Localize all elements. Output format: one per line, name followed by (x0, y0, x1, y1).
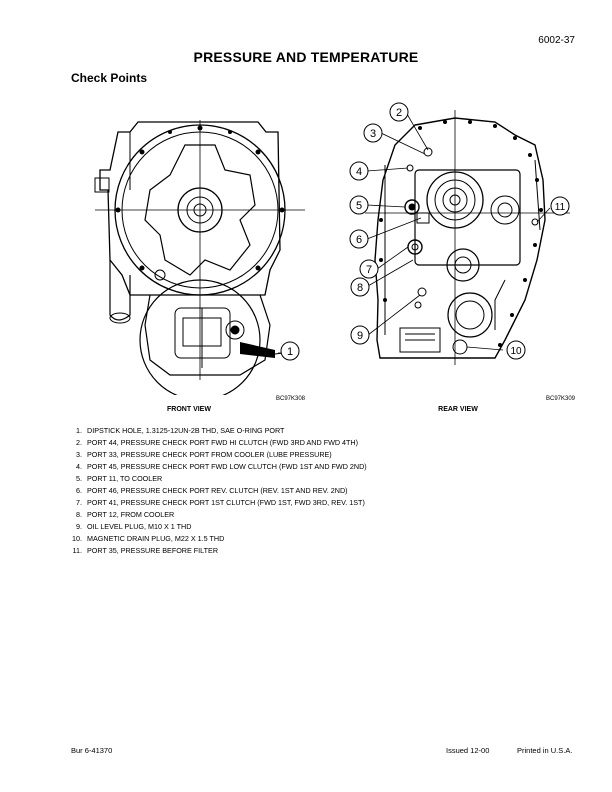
item-text: DIPSTICK HOLE, 1.3125-12UN-2B THD, SAE O… (87, 426, 285, 435)
list-item: 5. PORT 11, TO COOLER (60, 473, 367, 485)
callout-10: 10 (510, 346, 522, 357)
callout-1: 1 (287, 346, 293, 358)
callout-4: 4 (356, 166, 362, 178)
callout-11: 11 (555, 202, 566, 213)
item-number: 9. (76, 522, 82, 531)
page-number: 6002-37 (538, 35, 575, 46)
parts-list: 1. DIPSTICK HOLE, 1.3125-12UN-2B THD, SAE… (60, 425, 367, 557)
item-number: 5. (76, 474, 82, 483)
list-item: 9. OIL LEVEL PLUG, M10 X 1 THD (60, 521, 367, 533)
item-text: PORT 46, PRESSURE CHECK PORT REV. CLUTCH… (87, 486, 348, 495)
callout-7: 7 (366, 264, 372, 276)
item-text: PORT 35, PRESSURE BEFORE FILTER (87, 546, 219, 555)
page-title: PRESSURE AND TEMPERATURE (193, 49, 419, 65)
item-text: OIL LEVEL PLUG, M10 X 1 THD (87, 522, 192, 531)
rear-view-label: REAR VIEW (438, 406, 478, 413)
list-item: 1. DIPSTICK HOLE, 1.3125-12UN-2B THD, SAE… (60, 425, 367, 437)
front-view-label: FRONT VIEW (167, 406, 211, 413)
list-item: 6. PORT 46, PRESSURE CHECK PORT REV. CLUT… (60, 485, 367, 497)
callout-5: 5 (356, 200, 362, 212)
item-number: 7. (76, 498, 82, 507)
item-number: 6. (76, 486, 82, 495)
rear-figure-code: BC97K309 (546, 396, 576, 402)
item-number: 4. (76, 462, 82, 471)
item-number: 2. (76, 438, 82, 447)
item-number: 1. (76, 426, 82, 435)
list-item: 2. PORT 44, PRESSURE CHECK PORT FWD HI CL… (60, 437, 367, 449)
list-item: 7. PORT 41, PRESSURE CHECK PORT 1ST CLUTC… (60, 497, 367, 509)
list-item: 3. PORT 33, PRESSURE CHECK PORT FROM COOL… (60, 449, 367, 461)
item-number: 11. (72, 546, 82, 555)
item-text: PORT 12, FROM COOLER (87, 510, 175, 519)
rear-view-drawing: 2 3 4 5 6 7 8 9 10 11 (349, 102, 570, 365)
list-item: 8. PORT 12, FROM COOLER (60, 509, 367, 521)
item-text: PORT 11, TO COOLER (87, 474, 163, 483)
callout-9: 9 (357, 330, 363, 342)
front-figure-code: BC97K308 (276, 396, 306, 402)
list-item: 11. PORT 35, PRESSURE BEFORE FILTER (60, 545, 367, 557)
footer-printed: Printed in U.S.A. (517, 746, 573, 755)
callout-8: 8 (357, 282, 363, 294)
item-number: 10. (72, 534, 82, 543)
item-text: MAGNETIC DRAIN PLUG, M22 X 1.5 THD (87, 534, 225, 543)
list-item: 4. PORT 45, PRESSURE CHECK PORT FWD LOW C… (60, 461, 367, 473)
item-text: PORT 33, PRESSURE CHECK PORT FROM COOLER… (87, 450, 332, 459)
item-text: PORT 41, PRESSURE CHECK PORT 1ST CLUTCH … (87, 498, 365, 507)
item-number: 8. (76, 510, 82, 519)
callout-3: 3 (370, 128, 376, 140)
footer-document-number: Bur 6-41370 (71, 746, 113, 755)
front-view-drawing: 1 (94, 120, 305, 395)
callout-2: 2 (396, 107, 402, 119)
item-text: PORT 45, PRESSURE CHECK PORT FWD LOW CLU… (87, 462, 367, 471)
section-heading: Check Points (71, 71, 148, 85)
callout-6: 6 (356, 234, 362, 246)
list-item: 10. MAGNETIC DRAIN PLUG, M22 X 1.5 THD (60, 533, 367, 545)
item-text: PORT 44, PRESSURE CHECK PORT FWD HI CLUT… (87, 438, 359, 447)
item-number: 3. (76, 450, 82, 459)
footer-issued: Issued 12-00 (446, 746, 490, 755)
